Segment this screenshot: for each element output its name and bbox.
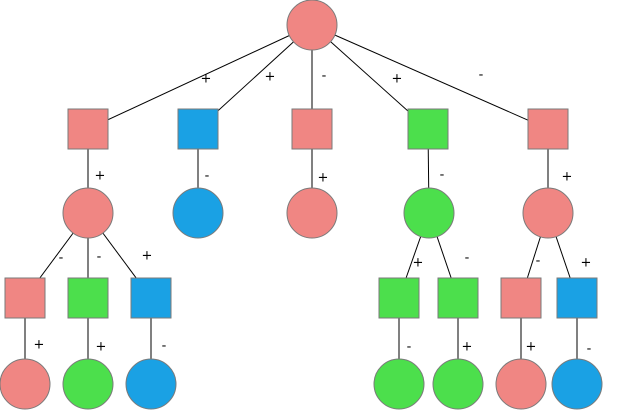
edge-sign-s1a-c1a: +	[34, 338, 45, 353]
blue-square-node	[556, 277, 598, 319]
red-circle-node	[522, 187, 574, 239]
blue-square-node	[130, 277, 172, 319]
edge-sign-root-s5: -	[479, 68, 484, 83]
blue-square-node	[177, 108, 219, 150]
green-circle-node	[403, 187, 455, 239]
edge-sign-c5-s5b: +	[581, 256, 592, 271]
green-circle-node	[373, 358, 425, 410]
edge-sign-s4b-c4b: +	[462, 340, 473, 355]
edge-root-s1	[87, 24, 313, 130]
edge-root-s5	[311, 24, 549, 130]
edge-sign-c4-s4b: -	[465, 251, 470, 266]
edge-sign-root-s2: +	[265, 70, 276, 85]
edge-sign-s3-c3: +	[318, 171, 329, 186]
red-circle-node	[286, 187, 338, 239]
edge-sign-s1-c1: +	[95, 169, 106, 184]
green-circle-node	[62, 358, 114, 410]
edge-sign-s5b-c5b: -	[587, 342, 592, 357]
edge-sign-root-s3: -	[322, 69, 327, 84]
red-square-node	[67, 108, 109, 150]
red-circle-node	[62, 187, 114, 239]
signs-layer: + + - + - + - + - + - - + + - - + + + - - + + -	[34, 68, 592, 357]
edge-sign-c1-s1b: -	[97, 250, 102, 265]
edge-sign-c4-s4a: +	[413, 256, 424, 271]
green-square-node	[437, 277, 479, 319]
red-circle-node	[495, 358, 547, 410]
edge-sign-s1b-c1b: +	[96, 340, 107, 355]
edge-sign-s5-c5: +	[562, 170, 573, 185]
edge-sign-c1-s1a: -	[59, 251, 64, 266]
nodes-layer	[0, 0, 603, 410]
blue-circle-node	[551, 358, 603, 410]
edge-sign-s2-c2: -	[205, 169, 210, 184]
blue-circle-node	[125, 358, 177, 410]
edge-sign-s4a-c4a: -	[407, 340, 412, 355]
red-square-node	[4, 277, 46, 319]
edge-sign-s5a-c5a: +	[526, 340, 537, 355]
red-circle-node	[0, 358, 51, 410]
red-square-node	[527, 108, 569, 150]
red-square-node	[291, 108, 333, 150]
green-circle-node	[432, 358, 484, 410]
edge-sign-root-s4: +	[392, 72, 403, 87]
blue-circle-node	[172, 187, 224, 239]
red-square-node	[500, 277, 542, 319]
edge-sign-c5-s5a: -	[536, 254, 541, 269]
edge-sign-s4-c4: -	[440, 168, 445, 183]
edge-sign-s1c-c1c: -	[162, 339, 167, 354]
edge-sign-c1-s1c: +	[142, 249, 153, 264]
green-square-node	[67, 277, 109, 319]
edge-sign-root-s1: +	[201, 72, 212, 87]
green-square-node	[378, 277, 420, 319]
green-square-node	[407, 108, 449, 150]
red-circle-node	[286, 0, 338, 51]
